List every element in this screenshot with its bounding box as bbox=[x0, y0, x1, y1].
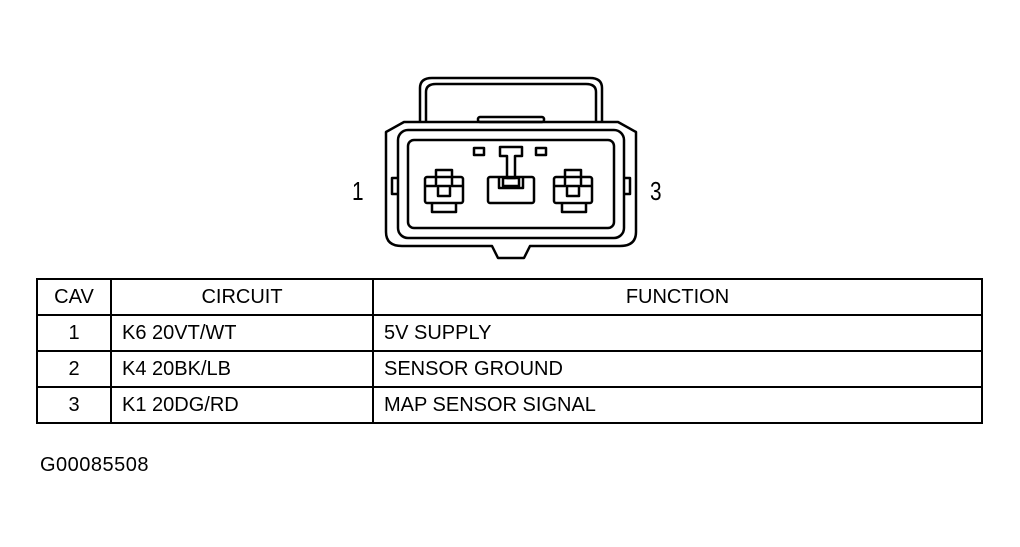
terminal-2 bbox=[486, 175, 536, 205]
pin-1-label: 1 bbox=[352, 176, 364, 206]
connector-diagram bbox=[384, 76, 638, 260]
header-circuit: CIRCUIT bbox=[110, 278, 374, 316]
pin-3-label: 3 bbox=[650, 176, 662, 206]
key-right bbox=[534, 146, 548, 157]
cavity-frame bbox=[406, 138, 616, 230]
pinout-table: CAV CIRCUIT FUNCTION 1 K6 20VT/WT 5V SUP… bbox=[36, 278, 983, 424]
table-row: 3 K1 20DG/RD MAP SENSOR SIGNAL bbox=[36, 386, 983, 424]
connector-housing bbox=[384, 120, 638, 260]
terminal-3 bbox=[552, 168, 594, 205]
header-cav: CAV bbox=[36, 278, 112, 316]
cell-function: 5V SUPPLY bbox=[372, 314, 983, 352]
cell-circuit: K6 20VT/WT bbox=[110, 314, 374, 352]
table-header-row: CAV CIRCUIT FUNCTION bbox=[36, 278, 983, 316]
cell-cav: 2 bbox=[36, 350, 112, 388]
figure-code: G00085508 bbox=[40, 454, 150, 476]
terminal-feet bbox=[430, 203, 588, 214]
connector-latch bbox=[418, 76, 604, 122]
left-notch bbox=[390, 176, 398, 196]
header-function: FUNCTION bbox=[372, 278, 983, 316]
right-notch bbox=[624, 176, 632, 196]
key-left bbox=[472, 146, 486, 157]
connector-face bbox=[396, 128, 626, 240]
terminal-1 bbox=[423, 168, 465, 205]
latch-inner bbox=[424, 82, 598, 122]
cell-circuit: K1 20DG/RD bbox=[110, 386, 374, 424]
cell-function: MAP SENSOR SIGNAL bbox=[372, 386, 983, 424]
cell-circuit: K4 20BK/LB bbox=[110, 350, 374, 388]
key-center bbox=[498, 145, 524, 180]
table-row: 2 K4 20BK/LB SENSOR GROUND bbox=[36, 350, 983, 388]
table-row: 1 K6 20VT/WT 5V SUPPLY bbox=[36, 314, 983, 352]
cell-cav: 1 bbox=[36, 314, 112, 352]
cell-cav: 3 bbox=[36, 386, 112, 424]
cell-function: SENSOR GROUND bbox=[372, 350, 983, 388]
